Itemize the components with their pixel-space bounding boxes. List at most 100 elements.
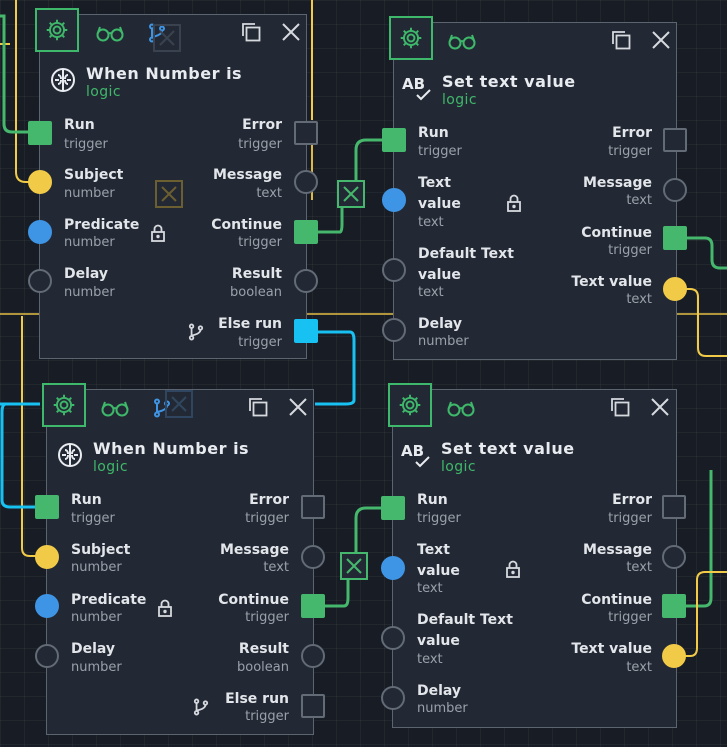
- output-port-continue[interactable]: [294, 220, 318, 244]
- output-port-continue[interactable]: [301, 594, 325, 618]
- input-port-run[interactable]: [28, 121, 52, 145]
- output-port-result[interactable]: [301, 644, 325, 668]
- input-port-run[interactable]: [381, 496, 405, 520]
- input-port-subject[interactable]: [35, 545, 59, 569]
- close-icon: [159, 30, 175, 46]
- text-icon-glyph: AB: [401, 442, 425, 460]
- output-label: Continue: [218, 592, 289, 608]
- input-port-run[interactable]: [35, 495, 59, 519]
- close-button[interactable]: [647, 394, 673, 420]
- input-port-predicate[interactable]: [35, 594, 59, 618]
- node-settings-button[interactable]: [388, 383, 432, 427]
- output-port-error[interactable]: [663, 128, 687, 152]
- input-port-delay[interactable]: [35, 644, 59, 668]
- close-button[interactable]: [278, 19, 304, 45]
- output-label: Else run: [225, 691, 289, 707]
- output-port-error[interactable]: [662, 495, 686, 519]
- disconnect-wire-button[interactable]: [165, 390, 193, 418]
- preview-toggle[interactable]: [446, 27, 478, 55]
- copy-button[interactable]: [608, 27, 634, 53]
- node-title: When Number is: [93, 439, 250, 458]
- input-port-delay[interactable]: [382, 318, 406, 342]
- output-label: Else run: [218, 316, 282, 332]
- input-type: number: [64, 235, 115, 250]
- output-label: Message: [212, 167, 282, 183]
- input-port-text-value[interactable]: [382, 188, 406, 212]
- output-label: Continue: [211, 217, 282, 233]
- text-check-icon: AB: [402, 73, 434, 105]
- input-port-subject[interactable]: [28, 170, 52, 194]
- glasses-icon: [447, 401, 475, 417]
- copy-button[interactable]: [607, 394, 633, 420]
- output-port-message[interactable]: [294, 170, 318, 194]
- node-settings-button[interactable]: [389, 16, 433, 60]
- output-type: trigger: [608, 144, 652, 159]
- copy-icon: [242, 23, 261, 42]
- output-port-continue[interactable]: [662, 594, 686, 618]
- output-port-message[interactable]: [301, 545, 325, 569]
- disconnect-wire-button[interactable]: [155, 180, 183, 208]
- lock-icon: [506, 560, 520, 578]
- output-port-text-value[interactable]: [663, 277, 687, 301]
- output-type: text: [256, 186, 282, 201]
- node-title: When Number is: [86, 64, 243, 83]
- copy-icon: [612, 31, 631, 50]
- node-category: logic: [441, 459, 476, 475]
- disconnect-wire-button[interactable]: [340, 552, 368, 580]
- node-when-number-is[interactable]: When Number is logic Run trigger Subject…: [42, 383, 314, 735]
- output-port-continue[interactable]: [663, 226, 687, 250]
- output-type: trigger: [238, 137, 282, 152]
- output-label: Continue: [581, 592, 652, 608]
- node-set-text-value[interactable]: AB Set text value logic Run trigger Text…: [388, 383, 677, 728]
- input-type: text: [418, 215, 444, 230]
- node-title: Set text value: [442, 72, 576, 91]
- preview-toggle[interactable]: [99, 394, 131, 422]
- input-port-default-text-value[interactable]: [382, 258, 406, 282]
- close-icon: [346, 558, 362, 574]
- output-port-error[interactable]: [294, 121, 318, 145]
- output-type: trigger: [245, 511, 289, 526]
- text-icon-glyph: AB: [402, 75, 426, 93]
- disconnect-wire-button[interactable]: [337, 180, 365, 208]
- output-port-else-run[interactable]: [301, 694, 325, 718]
- close-button[interactable]: [285, 394, 311, 420]
- output-type: trigger: [238, 335, 282, 350]
- input-port-delay[interactable]: [28, 269, 52, 293]
- input-label: Predicate: [64, 217, 140, 233]
- node-set-text-value[interactable]: AB Set text value logic Run trigger Text…: [389, 16, 677, 360]
- close-button[interactable]: [648, 27, 674, 53]
- output-port-result[interactable]: [294, 269, 318, 293]
- node-when-number-is[interactable]: When Number is logic Run trigger Subject…: [35, 8, 307, 359]
- copy-button[interactable]: [245, 394, 271, 420]
- input-type: number: [417, 701, 468, 716]
- copy-button[interactable]: [238, 19, 264, 45]
- output-label: Text value: [571, 641, 652, 657]
- preview-toggle[interactable]: [445, 394, 477, 422]
- input-type: number: [64, 186, 115, 201]
- lock-icon: [151, 224, 165, 242]
- input-label: Run: [64, 117, 95, 133]
- disconnect-wire-button[interactable]: [153, 24, 181, 52]
- output-port-message[interactable]: [663, 178, 687, 202]
- output-port-else-run[interactable]: [294, 319, 318, 343]
- output-port-error[interactable]: [301, 495, 325, 519]
- input-label: Run: [418, 125, 449, 141]
- close-icon: [289, 398, 307, 416]
- output-label: Message: [582, 175, 652, 191]
- node-settings-button[interactable]: [35, 8, 79, 52]
- lock-icon: [507, 194, 521, 212]
- input-port-default-text-value[interactable]: [381, 626, 405, 650]
- output-port-message[interactable]: [662, 545, 686, 569]
- node-settings-button[interactable]: [42, 383, 86, 427]
- input-port-predicate[interactable]: [28, 220, 52, 244]
- node-category: logic: [93, 459, 128, 475]
- input-port-delay[interactable]: [381, 686, 405, 710]
- input-port-run[interactable]: [382, 128, 406, 152]
- close-icon: [343, 186, 359, 202]
- preview-toggle[interactable]: [94, 19, 126, 47]
- input-port-text-value[interactable]: [381, 556, 405, 580]
- output-port-text-value[interactable]: [662, 644, 686, 668]
- branch-icon: [188, 323, 204, 341]
- close-icon: [282, 23, 300, 41]
- output-label: Error: [612, 492, 652, 508]
